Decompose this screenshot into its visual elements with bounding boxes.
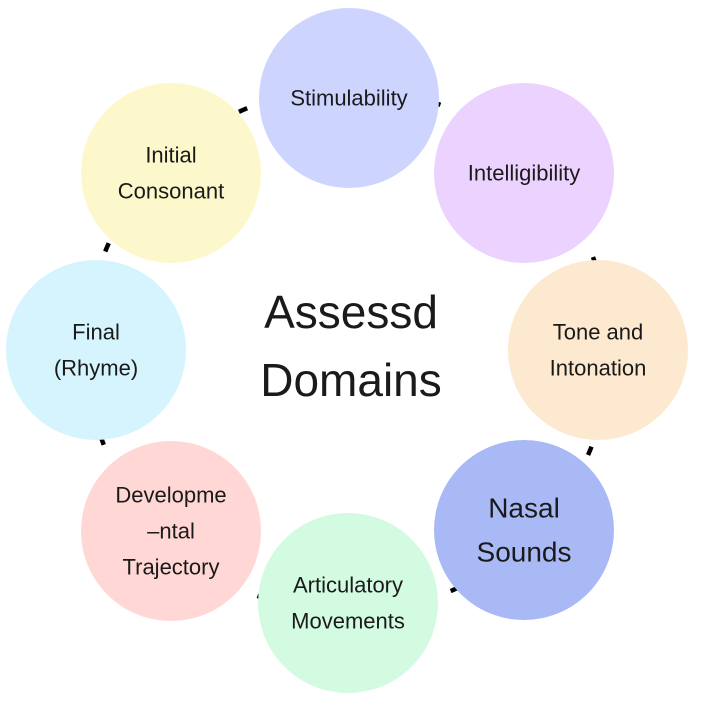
center-title: Assessd Domains xyxy=(260,286,442,406)
node-developmental-trajectory-label-line-3: Trajectory xyxy=(123,555,220,580)
node-developmental-trajectory-circle xyxy=(81,441,261,621)
center-title-line-1: Assessd xyxy=(264,286,438,338)
node-nasal-sounds-label-line-2: Sounds xyxy=(477,537,572,568)
node-tone-and-intonation-label-line-2: Intonation xyxy=(550,356,647,381)
node-articulatory-movements-circle xyxy=(258,513,438,693)
node-initial-consonant-label-line-1: Initial xyxy=(145,143,196,168)
node-nasal-sounds-circle xyxy=(434,440,614,620)
node-initial-consonant-label-line-2: Consonant xyxy=(118,179,224,204)
node-articulatory-movements-label-line-2: Movements xyxy=(291,609,405,634)
node-initial-consonant-circle xyxy=(81,83,261,263)
node-stimulability-circle xyxy=(259,8,439,188)
node-stimulability: Stimulability xyxy=(259,8,439,188)
node-final-rhyme: Final (Rhyme) xyxy=(6,260,186,440)
center-title-line-2: Domains xyxy=(260,354,442,406)
node-nasal-sounds-label-line-1: Nasal xyxy=(488,493,560,524)
node-tone-and-intonation-circle xyxy=(508,260,688,440)
node-developmental-trajectory-label-line-1: Developme xyxy=(115,483,226,508)
node-intelligibility: Intelligibility xyxy=(434,83,614,263)
node-final-rhyme-label-line-2: (Rhyme) xyxy=(54,356,138,381)
node-tone-and-intonation-label-line-1: Tone and xyxy=(553,320,644,345)
node-developmental-trajectory-label-line-2: –ntal xyxy=(147,519,195,544)
node-final-rhyme-circle xyxy=(6,260,186,440)
node-final-rhyme-label-line-1: Final xyxy=(72,320,120,345)
node-articulatory-movements-label-line-1: Articulatory xyxy=(293,573,403,598)
node-stimulability-label-line-1: Stimulability xyxy=(290,86,407,111)
node-intelligibility-circle xyxy=(434,83,614,263)
node-intelligibility-label-line-1: Intelligibility xyxy=(468,161,581,186)
